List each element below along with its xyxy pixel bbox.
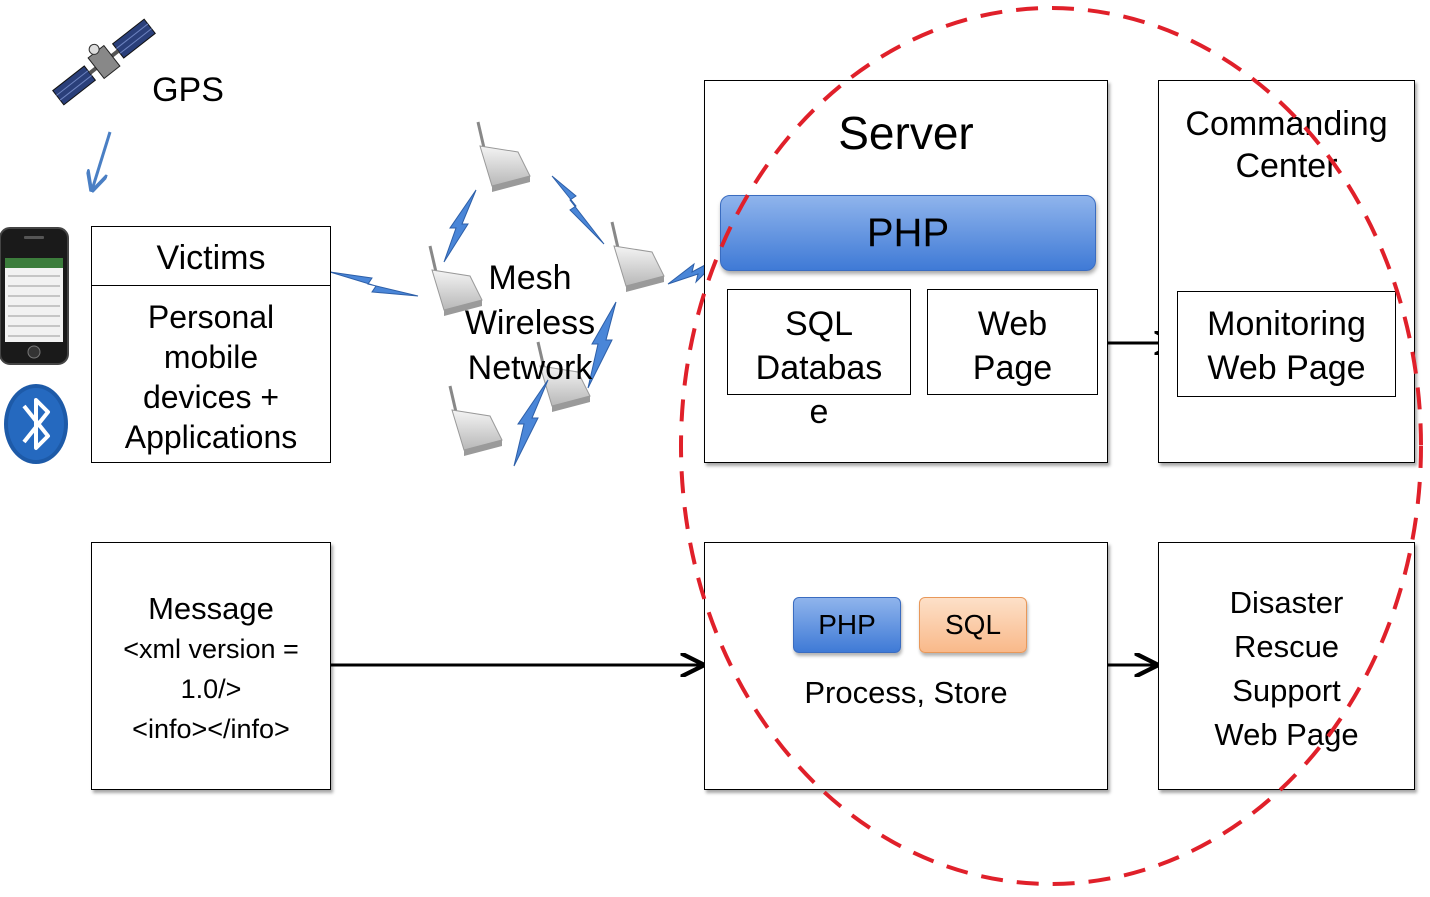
victims-divider: [92, 285, 330, 286]
server-php-block: PHP: [720, 195, 1096, 271]
satellite-icon: [46, 10, 164, 118]
monitoring-web-page-label: Monitoring Web Page: [1207, 305, 1366, 387]
sql-database-label: SQL Databas e: [755, 305, 883, 431]
monitoring-web-page-box: Monitoring Web Page: [1177, 291, 1396, 397]
mesh-network-label: Mesh Wireless Network: [464, 259, 596, 387]
process-sql-pill: SQL: [919, 597, 1027, 653]
gps-arrow: [92, 131, 112, 190]
victims-body: Personal mobile devices + Applications: [124, 299, 298, 455]
victims-box: Victims Personal mobile devices + Applic…: [91, 226, 331, 463]
message-content: Message <xml version = 1.0/> <info></inf…: [123, 591, 299, 744]
server-title: Server: [838, 107, 974, 159]
disaster-rescue-label: Disaster Rescue Support Web Page: [1214, 585, 1359, 752]
mesh-routers: [428, 121, 665, 456]
commanding-center-title: Commanding Center: [1185, 105, 1388, 185]
process-store-caption: Process, Store: [804, 675, 1008, 710]
message-box: Message <xml version = 1.0/> <info></inf…: [91, 542, 331, 790]
process-store-box: Process, Store: [704, 542, 1108, 790]
disaster-rescue-box: Disaster Rescue Support Web Page: [1158, 542, 1415, 790]
sql-database-box: SQL Databas e: [727, 289, 911, 431]
smartphone-icon: [0, 227, 69, 365]
process-php-pill: PHP: [793, 597, 901, 653]
bluetooth-icon: [4, 384, 68, 464]
web-page-box: Web Page: [927, 289, 1098, 395]
victims-title: Victims: [156, 239, 266, 277]
commanding-center-box: Commanding Center: [1158, 80, 1415, 463]
web-page-label: Web Page: [972, 305, 1053, 387]
gps-label: GPS: [152, 71, 224, 109]
